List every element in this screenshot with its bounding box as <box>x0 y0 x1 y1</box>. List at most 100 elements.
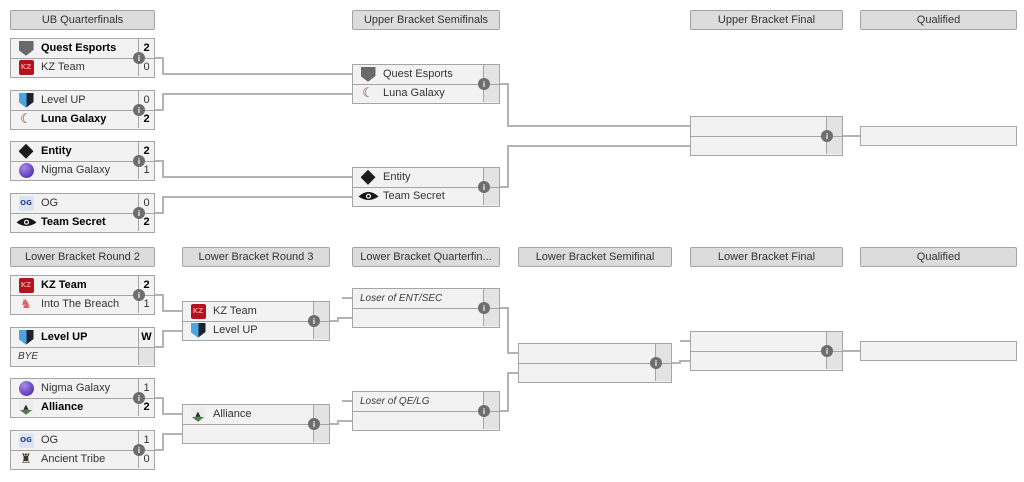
score-cell: 0 <box>138 194 154 213</box>
match-info-icon[interactable]: i <box>133 444 145 456</box>
team-row-empty <box>353 410 499 429</box>
team-name: Nigma Galaxy <box>41 164 111 177</box>
match-info-icon[interactable]: i <box>133 392 145 404</box>
match-ubsf2: Entity Team Secret <box>352 167 500 207</box>
round-header: Qualified <box>860 247 1017 267</box>
team-name: Luna Galaxy <box>383 87 445 100</box>
round-header: Lower Bracket Quarterfin... <box>352 247 500 267</box>
match-info-icon[interactable]: i <box>478 302 490 314</box>
match-info-icon[interactable]: i <box>133 155 145 167</box>
score-cell: 2 <box>138 39 154 58</box>
placeholder-label: Loser of QE/LG <box>360 395 430 407</box>
empty-slot <box>691 117 826 136</box>
connector-line <box>155 93 352 111</box>
team-name: Ancient Tribe <box>41 453 106 466</box>
team-name: Team Secret <box>383 190 445 203</box>
connector-line <box>155 160 352 178</box>
team-name: Alliance <box>41 401 84 414</box>
score-cell: 0 <box>138 91 154 110</box>
score-cell: 0 <box>138 450 154 468</box>
round-header: Lower Bracket Round 2 <box>10 247 155 267</box>
team-name: Into The Breach <box>41 298 120 311</box>
connector-line <box>155 57 352 75</box>
connector-line <box>330 317 352 322</box>
team-logo-alliance-icon: ▲ <box>18 399 34 415</box>
bye-label: BYE <box>18 350 39 362</box>
team-logo-quest-icon <box>18 40 34 56</box>
team-row-alliance[interactable]: ▲Alliance <box>183 405 329 424</box>
team-row-levelup[interactable]: Level UP W <box>11 328 154 347</box>
score-cell: W <box>138 328 154 347</box>
match-info-icon[interactable]: i <box>650 357 662 369</box>
match-info-icon[interactable]: i <box>821 130 833 142</box>
team-row-alliance[interactable]: ▲ Alliance 2 <box>11 397 154 417</box>
team-row-secret[interactable]: Team Secret <box>353 186 499 205</box>
score-cell: 1 <box>138 379 154 398</box>
team-name: Quest Esports <box>383 68 453 81</box>
round-header: UB Quarterfinals <box>10 10 155 30</box>
connector-line <box>155 330 182 348</box>
team-row-empty <box>519 344 671 363</box>
connector-line <box>500 372 518 412</box>
team-row-empty <box>691 350 842 369</box>
score-cell: 1 <box>138 295 154 313</box>
match-info-icon[interactable]: i <box>821 345 833 357</box>
match-info-icon[interactable]: i <box>308 418 320 430</box>
match-info-icon[interactable]: i <box>308 315 320 327</box>
match-info-icon[interactable]: i <box>133 52 145 64</box>
team-row-luna[interactable]: ☾Luna Galaxy <box>353 83 499 102</box>
team-logo-og-icon: OG <box>18 195 34 211</box>
match-lbqf2: Loser of QE/LG <box>352 391 500 431</box>
team-name: OG <box>41 434 59 447</box>
score-cell: 2 <box>138 213 154 231</box>
placeholder-label: Loser of ENT/SEC <box>360 292 443 304</box>
match-ubsf1: Quest Esports ☾Luna Galaxy <box>352 64 500 104</box>
match-info-icon[interactable]: i <box>133 104 145 116</box>
team-logo-kz-icon: KZ <box>190 303 206 319</box>
team-logo-cell: KZ <box>11 59 41 77</box>
match-info-icon[interactable]: i <box>133 207 145 219</box>
team-logo-levelup-icon <box>18 92 34 108</box>
round-header: Qualified <box>860 10 1017 30</box>
team-row-empty: BYE <box>11 346 154 365</box>
score-cell: 2 <box>138 398 154 416</box>
team-row-entity[interactable]: Entity <box>353 168 499 187</box>
team-name: Entity <box>41 145 72 158</box>
team-logo-entity-icon <box>360 169 376 185</box>
match-info-icon[interactable]: i <box>133 289 145 301</box>
team-logo-cell <box>11 142 41 161</box>
round-header: Lower Bracket Final <box>690 247 843 267</box>
team-logo-cell <box>11 162 41 180</box>
connector-line <box>672 360 690 364</box>
team-row-empty <box>519 362 671 381</box>
match-info-icon[interactable]: i <box>478 405 490 417</box>
team-row-levelup[interactable]: Level UP <box>183 320 329 339</box>
team-name: Entity <box>383 171 411 184</box>
team-row-quest[interactable]: Quest Esports <box>353 65 499 84</box>
team-name: Level UP <box>41 331 88 344</box>
score-cell <box>138 347 154 365</box>
team-logo-cell: ▲ <box>11 399 41 417</box>
match-info-icon[interactable]: i <box>478 78 490 90</box>
match-lbf <box>690 331 843 371</box>
match-info-icon[interactable]: i <box>478 181 490 193</box>
empty-slot <box>691 137 826 155</box>
